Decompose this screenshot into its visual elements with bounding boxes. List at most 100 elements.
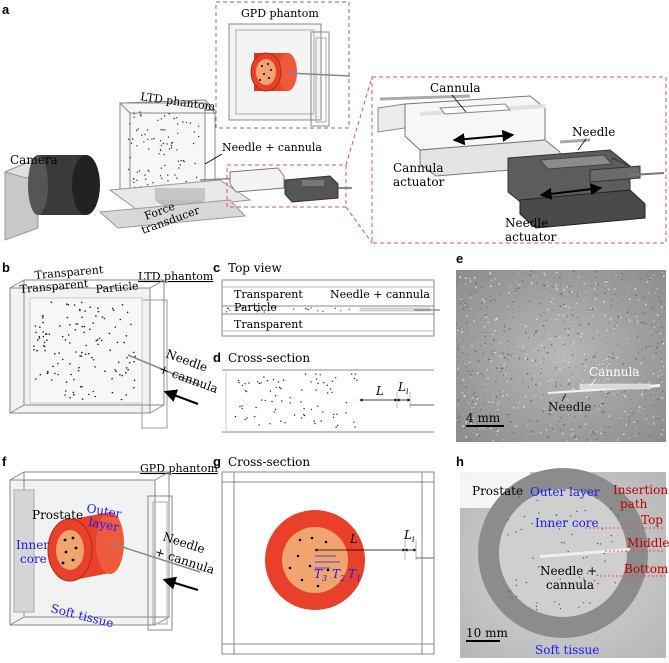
grain-dot <box>473 391 476 394</box>
grain-dot <box>471 345 473 347</box>
particle-dot <box>170 142 173 144</box>
particle-dot <box>334 307 336 309</box>
grain-dot <box>538 350 540 352</box>
grain-dot <box>583 299 585 301</box>
grain-dot <box>590 440 592 442</box>
grain-dot <box>567 399 569 401</box>
grain-dot <box>559 368 561 371</box>
grain-dot <box>485 298 487 300</box>
grain-dot <box>457 398 460 401</box>
grain-dot <box>499 370 502 373</box>
grain-dot <box>511 430 512 432</box>
inner-core-label-h: Inner core <box>535 516 599 530</box>
grain-dot <box>577 332 579 335</box>
grain-dot <box>484 342 487 345</box>
grain-dot <box>568 435 570 437</box>
grain-dot <box>530 430 533 433</box>
particle-dot <box>567 550 569 553</box>
particle-dot <box>34 378 37 380</box>
grain-dot <box>462 307 465 310</box>
grain-dot <box>461 352 464 354</box>
particle-dot <box>275 386 277 389</box>
grain-dot <box>494 277 496 280</box>
particle-dot <box>33 348 35 351</box>
grain-dot <box>587 291 589 293</box>
particle-dot <box>132 138 134 140</box>
grain-dot <box>627 424 629 425</box>
needle-photo-h <box>540 548 630 558</box>
grain-dot <box>657 343 660 345</box>
grain-dot <box>518 305 521 308</box>
grain-dot <box>581 332 583 335</box>
particle-dot <box>81 386 83 388</box>
particle-dot <box>57 373 59 376</box>
grain-dot <box>569 407 571 410</box>
grain-dot <box>557 351 560 353</box>
grain-dot <box>636 335 639 338</box>
grain-dot <box>610 429 613 431</box>
particle-dot <box>306 308 308 310</box>
grain-dot <box>656 398 659 401</box>
grain-dot <box>662 275 665 278</box>
particle-dot <box>257 381 259 383</box>
grain-dot <box>489 427 492 430</box>
grain-dot <box>562 403 564 405</box>
particle-dot <box>97 310 100 313</box>
inner-core-h <box>499 489 627 617</box>
grain-dot <box>605 378 607 380</box>
grain-dot <box>473 336 475 338</box>
grain-dot <box>489 295 491 298</box>
grain-dot <box>597 431 599 433</box>
particle-dot <box>350 373 353 375</box>
grain-dot <box>504 317 506 319</box>
grain-dot <box>609 356 611 358</box>
grain-dot <box>506 425 508 427</box>
cannula-actuator-arrow <box>452 129 515 146</box>
particle-dot <box>329 388 332 390</box>
particle-dot <box>582 602 585 604</box>
grain-dot <box>465 421 468 424</box>
particle-dot <box>274 307 276 309</box>
grain-dot <box>536 282 538 284</box>
particle-dot <box>256 311 258 313</box>
particle-dot <box>282 379 285 381</box>
grain-dot <box>583 369 586 371</box>
grain-dot <box>647 275 649 277</box>
grain-dot <box>652 416 654 418</box>
grain-dot <box>558 276 561 279</box>
grain-dot <box>602 411 605 413</box>
particle-dot <box>523 515 526 518</box>
grain-dot <box>624 395 627 398</box>
grain-dot <box>574 415 576 418</box>
grain-dot <box>553 349 555 351</box>
particle-dot <box>536 602 538 604</box>
grain-dot <box>587 322 590 325</box>
grain-dot <box>490 360 493 362</box>
needle-label-e: Needle <box>548 400 591 414</box>
grain-dot <box>624 410 627 413</box>
grain-dot <box>483 300 486 303</box>
grain-dot <box>650 435 652 437</box>
grain-dot <box>472 377 474 379</box>
particle-dot <box>511 596 513 599</box>
prostate-label-h: Prostate <box>472 484 523 498</box>
particle-dot <box>313 420 315 422</box>
grain-dot <box>601 363 604 366</box>
particle-dot <box>237 309 239 311</box>
grain-dot <box>525 303 527 304</box>
grain-dot <box>551 413 553 415</box>
grain-dot <box>628 307 630 310</box>
grain-dot <box>609 317 612 320</box>
grain-dot <box>612 292 615 294</box>
grain-dot <box>578 437 580 439</box>
particle-dot <box>320 420 322 422</box>
particle-dot <box>84 353 87 356</box>
grain-dot <box>552 397 554 399</box>
grain-dot <box>613 334 615 336</box>
grain-dot <box>555 406 557 409</box>
grain-dot <box>545 319 547 322</box>
grain-dot <box>652 373 655 375</box>
grain-dot <box>602 365 604 367</box>
particle-dot <box>133 181 135 184</box>
grain-dot <box>508 413 510 415</box>
